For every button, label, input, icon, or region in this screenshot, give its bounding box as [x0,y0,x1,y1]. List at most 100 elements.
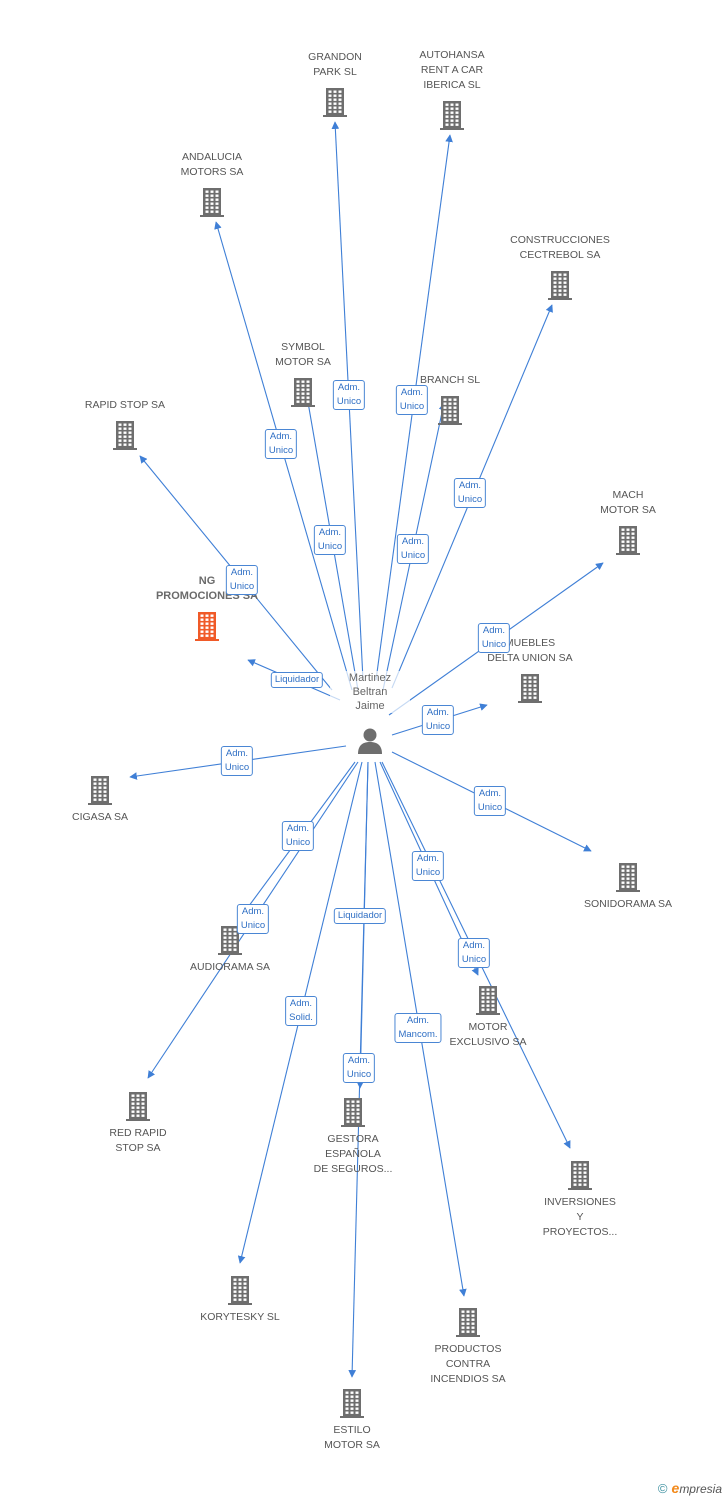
relation-label-sonidorama[interactable]: Adm.Unico [473,786,507,816]
relation-label-audiorama[interactable]: Adm. Unico [281,821,315,851]
company-node-productos[interactable] [452,1306,484,1338]
person-name-line: Jaime [355,700,385,712]
company-label-andalucia[interactable]: ANDALUCIA MOTORS SA [137,150,287,180]
relation-label-branch[interactable]: Adm.Unico [396,534,430,564]
company-label-redrapid[interactable]: RED RAPID STOP SA [63,1126,213,1156]
relation-label-redrapid[interactable]: Adm.Unico [236,904,270,934]
relation-label-line: Liquidador [274,674,320,685]
company-label-cigasa[interactable]: CIGASA SA [25,810,175,825]
company-node-gestora[interactable] [337,1096,369,1128]
relation-label-line: Unico [317,541,343,552]
relation-label-inversiones[interactable]: Adm.Unico [457,938,491,968]
relation-label-line: Liquidador [337,910,383,921]
company-label-branch[interactable]: BRANCH SL [375,373,525,388]
relation-label-cigasa[interactable]: Adm.Unico [220,746,254,776]
relation-label-line: Unico [399,401,425,412]
company-label-korytesky[interactable]: KORYTESKY SL [165,1310,315,1325]
company-node-grandon[interactable] [319,86,351,118]
relation-label-rapidstop[interactable]: Adm.Unico [225,565,259,595]
company-node-sonidorama[interactable] [612,861,644,893]
relation-label-gestora[interactable]: Liquidador [333,908,387,924]
company-label-line: MOTORS SA [180,166,244,178]
relation-label-muebles[interactable]: Adm.Unico [421,705,455,735]
relation-label-line: Adm. [347,1055,371,1066]
company-label-line: STOP SA [115,1142,161,1154]
relation-label-ng[interactable]: Liquidador [270,672,324,688]
relation-label-line: Adm. [241,906,265,917]
company-node-symbol[interactable] [287,376,319,408]
company-node-redrapid[interactable] [122,1090,154,1122]
company-label-audiorama[interactable]: AUDIORAMA SA [155,960,305,975]
building-icon [126,1092,150,1121]
brand-initial: e [671,1480,680,1496]
company-node-branch[interactable] [434,394,466,426]
company-label-line: ANDALUCIA [181,151,243,163]
relation-label-line: Unico [457,494,483,505]
company-node-autohansa[interactable] [436,99,468,131]
company-label-line: DELTA UNION SA [487,652,573,664]
building-icon [228,1276,252,1305]
building-icon [323,88,347,117]
relation-label-korytesky[interactable]: Adm.Solid. [285,996,317,1026]
company-label-line: BRANCH SL [419,374,481,386]
company-node-estilo[interactable] [336,1387,368,1419]
relation-label-line: Unico [481,639,507,650]
building-icon [548,271,572,300]
company-node-motorexclusivo[interactable] [472,984,504,1016]
relation-label-andalucia[interactable]: Adm.Unico [264,429,298,459]
relation-label-line: Unico [285,837,311,848]
company-label-line: ESPAÑOLA [325,1148,381,1160]
relation-label-symbol[interactable]: Adm. Unico [313,525,347,555]
relation-label-productos[interactable]: Adm.Mancom. [394,1013,442,1043]
relation-label-line: Unico [400,550,426,561]
relation-label-autohansa[interactable]: Adm.Unico [395,385,429,415]
relation-label-line: Adm. [286,823,310,834]
company-label-sonidorama[interactable]: SONIDORAMA SA [553,897,703,912]
company-node-ng[interactable] [191,610,223,642]
relation-label-estilo[interactable]: Adm.Unico [342,1053,376,1083]
company-label-line: PROYECTOS... [542,1226,618,1238]
relation-label-line: Unico [425,721,451,732]
company-node-cigasa[interactable] [84,774,116,806]
relation-label-mach[interactable]: Adm.Unico [477,623,511,653]
company-node-andalucia[interactable] [196,186,228,218]
company-label-line: RED RAPID [109,1127,167,1139]
brand-logo: ©empresia [658,1480,722,1496]
relation-label-motorexclusivo[interactable]: Adm.Unico [411,851,445,881]
relation-label-line: Mancom. [398,1029,438,1040]
company-node-korytesky[interactable] [224,1274,256,1306]
relation-label-grandon[interactable]: Adm.Unico [332,380,366,410]
company-node-construcciones[interactable] [544,269,576,301]
relation-label-construcciones[interactable]: Adm.Unico [453,478,487,508]
relation-label-line: Adm. [269,431,293,442]
building-icon [341,1098,365,1127]
relation-label-line: Adm. [318,527,342,538]
company-node-rapidstop[interactable] [109,419,141,451]
company-label-rapidstop[interactable]: RAPID STOP SA [50,398,200,413]
relation-label-line: Adm. [462,940,486,951]
company-label-line: ESTILO [333,1424,371,1436]
relation-label-line: Adm. [416,853,440,864]
company-node-muebles[interactable] [514,672,546,704]
building-icon [616,526,640,555]
person-icon[interactable] [355,725,385,755]
building-icon [616,863,640,892]
company-node-inversiones[interactable] [564,1159,596,1191]
company-node-audiorama[interactable] [214,924,246,956]
building-icon [456,1308,480,1337]
building-icon [88,776,112,805]
company-node-mach[interactable] [612,524,644,556]
